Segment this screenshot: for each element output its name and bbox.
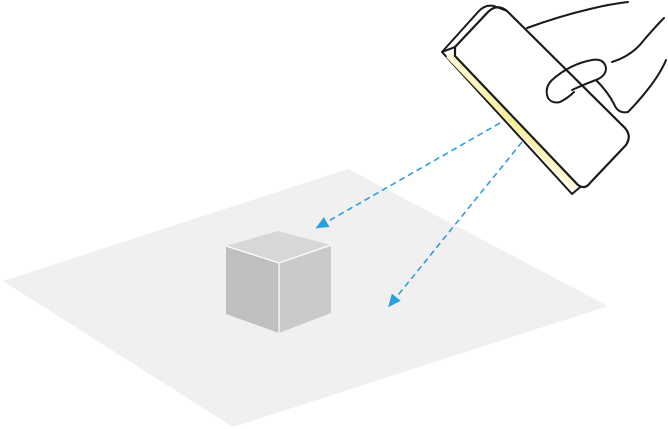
light-ray-arrow-to-floor	[388, 141, 523, 308]
hand-back-outline	[526, 1, 629, 29]
light-ray-arrow-to-cube	[315, 122, 501, 229]
hand-palm-outline	[595, 79, 629, 114]
hand-thumb-inner	[547, 91, 575, 104]
hand-wrist-outline	[627, 59, 667, 113]
cube-top-face	[226, 231, 331, 263]
hand-finger-outline	[611, 17, 665, 63]
cube-right-face	[279, 245, 331, 333]
cube-left-face	[226, 246, 279, 333]
hand-icon	[526, 1, 667, 114]
device-top-edge	[441, 4, 508, 53]
device-front-edge	[441, 46, 456, 53]
gray-cube	[225, 231, 332, 333]
device-light-strip	[446, 53, 580, 190]
hand-thumb-outline	[545, 58, 607, 99]
handheld-light-device	[441, 4, 630, 195]
